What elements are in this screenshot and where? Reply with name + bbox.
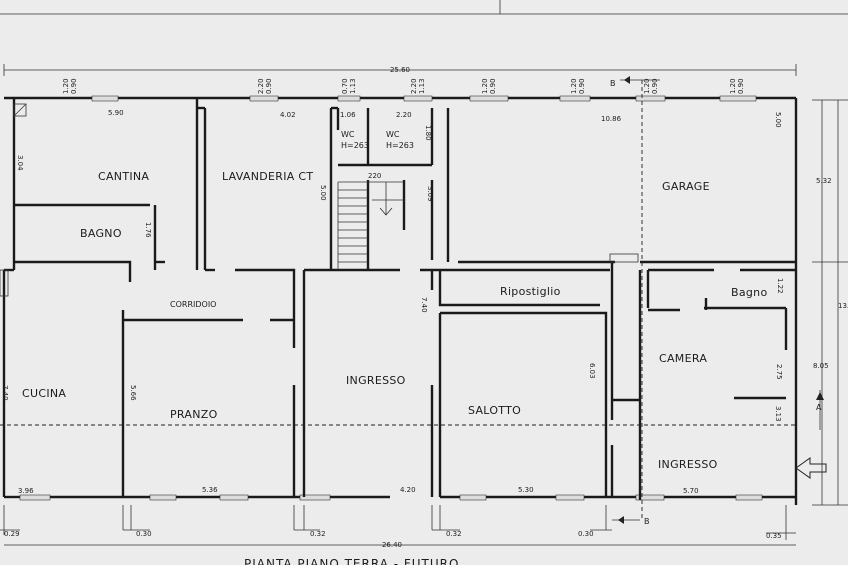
svg-text:0.90: 0.90 bbox=[578, 78, 586, 94]
section-label-a: A bbox=[816, 403, 822, 412]
dim-ingresso2-height: 3.13 bbox=[774, 406, 782, 422]
svg-text:0.70: 0.70 bbox=[341, 78, 349, 94]
room-label-bagno2: Bagno bbox=[731, 286, 767, 299]
bottom-offset-ticks bbox=[0, 505, 796, 540]
svg-text:0.90: 0.90 bbox=[489, 78, 497, 94]
svg-text:2.20: 2.20 bbox=[257, 78, 265, 94]
dim-wc1-width: 1.06 bbox=[340, 111, 356, 119]
dim-salotto-height: 6.03 bbox=[588, 363, 596, 379]
dim-cucina-width: 3.96 bbox=[18, 487, 34, 495]
windows-bottom bbox=[19, 494, 763, 501]
dim-cantina-width: 5.90 bbox=[108, 109, 124, 117]
dim-bagno-height: 1.76 bbox=[144, 222, 152, 238]
room-label-corridoio: CORRIDOIO bbox=[170, 300, 216, 309]
room-label-wc1: WC bbox=[341, 130, 355, 139]
room-label-wc1-height: H=263 bbox=[341, 141, 369, 150]
section-label-b-bottom: B bbox=[644, 517, 650, 526]
svg-text:2.20: 2.20 bbox=[410, 78, 418, 94]
dim-offset-1: 0.30 bbox=[136, 530, 152, 538]
dim-garage-height: 5.00 bbox=[774, 112, 782, 128]
dim-corridor-height: 7.40 bbox=[420, 297, 428, 313]
room-label-salotto: SALOTTO bbox=[468, 404, 521, 417]
dim-cucina-height: 7.40 bbox=[1, 385, 9, 401]
dim-salotto-width: 5.30 bbox=[518, 486, 534, 494]
room-label-ripostiglio: Ripostiglio bbox=[500, 285, 561, 298]
dim-total-bottom: 26.40 bbox=[382, 541, 402, 549]
dim-right-total: 13. bbox=[838, 302, 848, 310]
room-label-ingresso2: INGRESSO bbox=[658, 458, 718, 471]
room-label-camera: CAMERA bbox=[659, 352, 707, 365]
entrance-arrow-icon bbox=[795, 457, 827, 479]
section-marker-b-bottom bbox=[612, 516, 640, 524]
top-total-dimension bbox=[3, 64, 797, 76]
svg-text:1.20: 1.20 bbox=[643, 78, 651, 94]
dim-camera-height: 2.75 bbox=[775, 364, 783, 380]
window-dimension-labels: 1.20 0.90 2.20 0.90 0.70 1.13 2.20 1.13 … bbox=[62, 78, 745, 94]
section-marker-a bbox=[816, 390, 824, 430]
section-label-b-top: B bbox=[610, 79, 616, 88]
windows-top bbox=[91, 95, 757, 102]
svg-text:0.90: 0.90 bbox=[70, 78, 78, 94]
dim-ingresso-width: 4.20 bbox=[400, 486, 416, 494]
room-label-ingresso: INGRESSO bbox=[346, 374, 406, 387]
exterior-walls bbox=[4, 96, 798, 505]
svg-text:1.20: 1.20 bbox=[481, 78, 489, 94]
dim-lav-height: 5.00 bbox=[319, 185, 327, 201]
svg-text:1.13: 1.13 bbox=[349, 78, 357, 94]
right-dimension-lines bbox=[812, 99, 848, 506]
dim-right-upper: 5.32 bbox=[816, 177, 832, 185]
dim-pranzo-height: 5.66 bbox=[129, 385, 137, 401]
dim-wc-height: 1.80 bbox=[424, 125, 432, 141]
svg-text:0.90: 0.90 bbox=[265, 78, 273, 94]
dim-offset-2: 0.32 bbox=[310, 530, 326, 538]
interior-walls bbox=[2, 98, 796, 500]
section-marker-b-top bbox=[620, 76, 660, 84]
dim-stair-width: 220 bbox=[368, 172, 381, 180]
dim-cantina-height: 3.04 bbox=[16, 155, 24, 171]
staircase bbox=[337, 181, 404, 270]
room-label-cucina: CUCINA bbox=[22, 387, 66, 400]
dim-pranzo-width: 5.36 bbox=[202, 486, 218, 494]
dim-total-top: 25.60 bbox=[390, 66, 410, 74]
svg-text:1.13: 1.13 bbox=[418, 78, 426, 94]
room-label-wc2: WC bbox=[386, 130, 400, 139]
room-label-garage: GARAGE bbox=[662, 180, 710, 193]
svg-text:1.20: 1.20 bbox=[62, 78, 70, 94]
dim-lav-width: 4.02 bbox=[280, 111, 296, 119]
dim-garage-width: 10.86 bbox=[601, 115, 622, 123]
room-label-bagno: BAGNO bbox=[80, 227, 122, 240]
dim-right-lower: 8.05 bbox=[813, 362, 829, 370]
dim-offset-4: 0.30 bbox=[578, 530, 594, 538]
fixtures bbox=[0, 103, 639, 297]
room-label-cantina: CANTINA bbox=[98, 170, 149, 183]
drawing-title: PIANTA PIANO TERRA - FUTURO bbox=[244, 557, 459, 565]
svg-text:0.90: 0.90 bbox=[737, 78, 745, 94]
dim-offset-5: 0.35 bbox=[766, 532, 782, 540]
dim-bagno2-height: 1.22 bbox=[776, 278, 784, 294]
dim-offset-3: 0.32 bbox=[446, 530, 462, 538]
dim-stair-height: 3.09 bbox=[426, 186, 434, 202]
room-label-pranzo: PRANZO bbox=[170, 408, 218, 421]
svg-text:1.20: 1.20 bbox=[570, 78, 578, 94]
svg-text:0.90: 0.90 bbox=[651, 78, 659, 94]
dim-ingresso2-width: 5.70 bbox=[683, 487, 699, 495]
svg-text:1.20: 1.20 bbox=[729, 78, 737, 94]
room-label-lavanderia: LAVANDERIA CT bbox=[222, 170, 313, 183]
room-label-wc2-height: H=263 bbox=[386, 141, 414, 150]
dim-wc2-width: 2.20 bbox=[396, 111, 412, 119]
dim-offset-0: 0.29 bbox=[4, 530, 20, 538]
